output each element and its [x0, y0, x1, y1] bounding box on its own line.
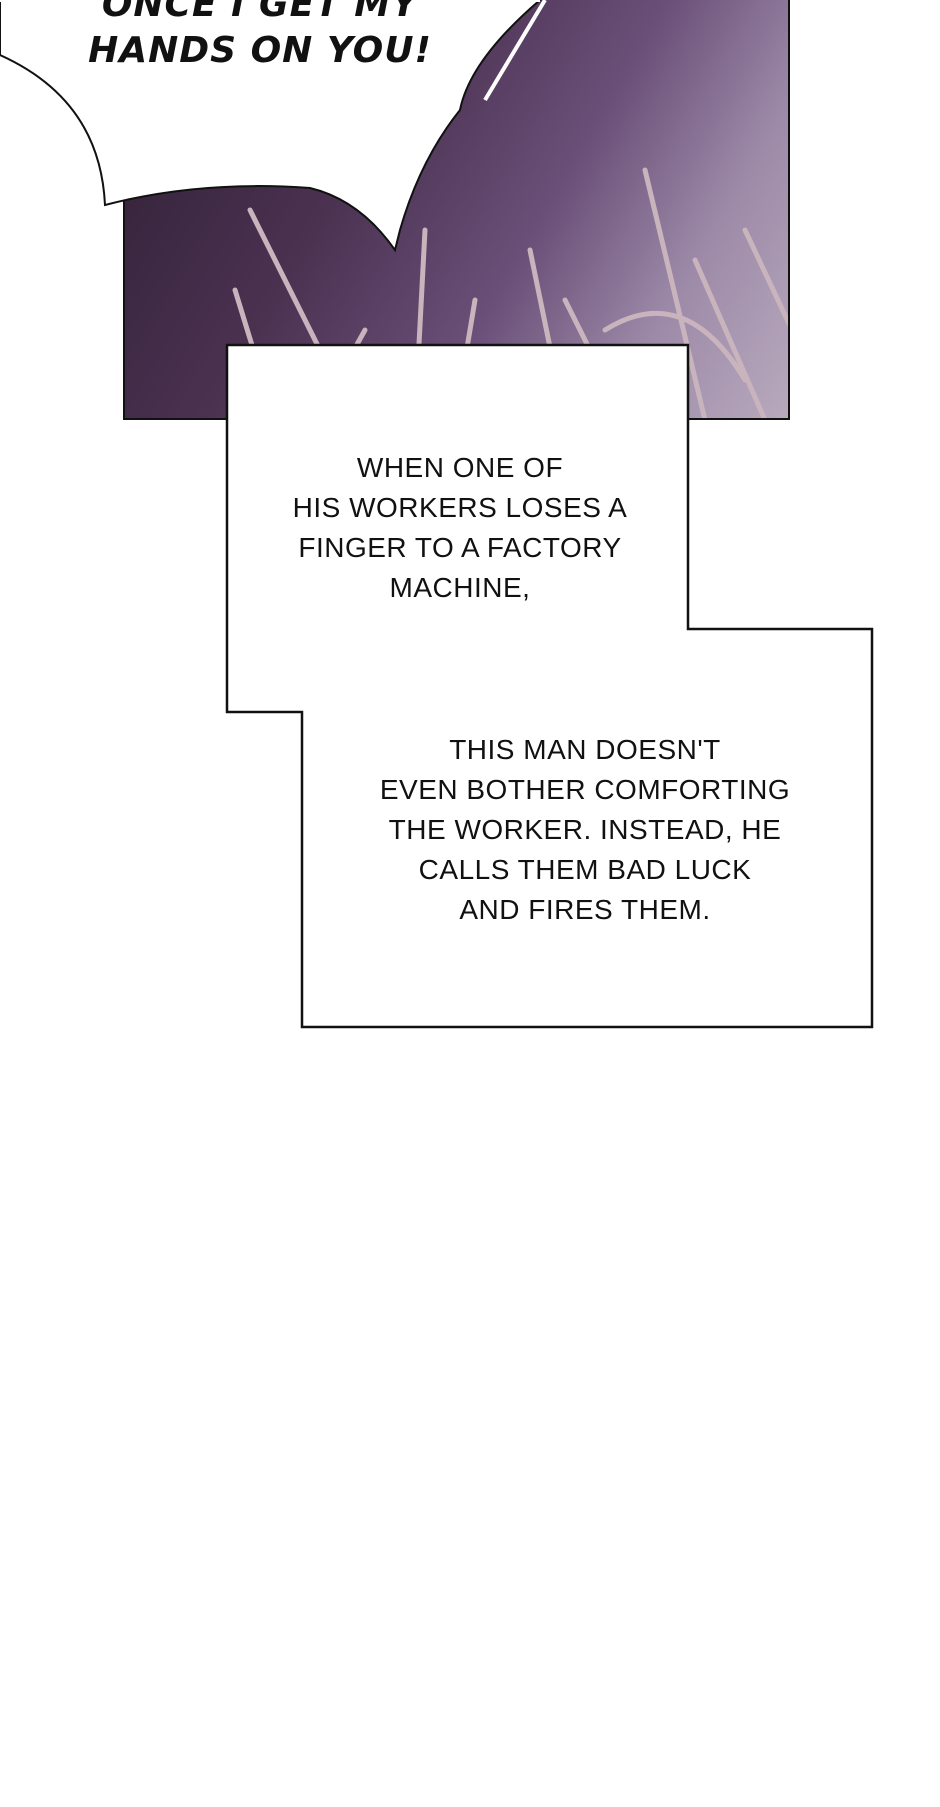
- caption-line: HIS WORKERS LOSES A: [292, 492, 628, 523]
- caption-box-1-text: WHEN ONE OF HIS WORKERS LOSES A FINGER T…: [230, 448, 690, 608]
- speech-line: HANDS ON YOU!: [88, 30, 432, 71]
- caption-line: THIS MAN DOESN'T: [449, 734, 721, 765]
- caption-box-2-text: THIS MAN DOESN'T EVEN BOTHER COMFORTING …: [320, 730, 850, 930]
- caption-line: FINGER TO A FACTORY: [298, 532, 622, 563]
- caption-line: CALLS THEM BAD LUCK: [418, 854, 752, 885]
- caption-line: WHEN ONE OF: [356, 452, 564, 483]
- caption-line: MACHINE,: [389, 572, 531, 603]
- speech-line: ONCE I GET MY: [101, 0, 419, 25]
- caption-line: THE WORKER. INSTEAD, HE: [388, 814, 782, 845]
- caption-box-outline: [225, 343, 874, 1029]
- speech-bubble-text: ONCE I GET MY HANDS ON YOU!: [60, 0, 460, 74]
- caption-line: AND FIRES THEM.: [459, 894, 711, 925]
- caption-line: EVEN BOTHER COMFORTING: [379, 774, 791, 805]
